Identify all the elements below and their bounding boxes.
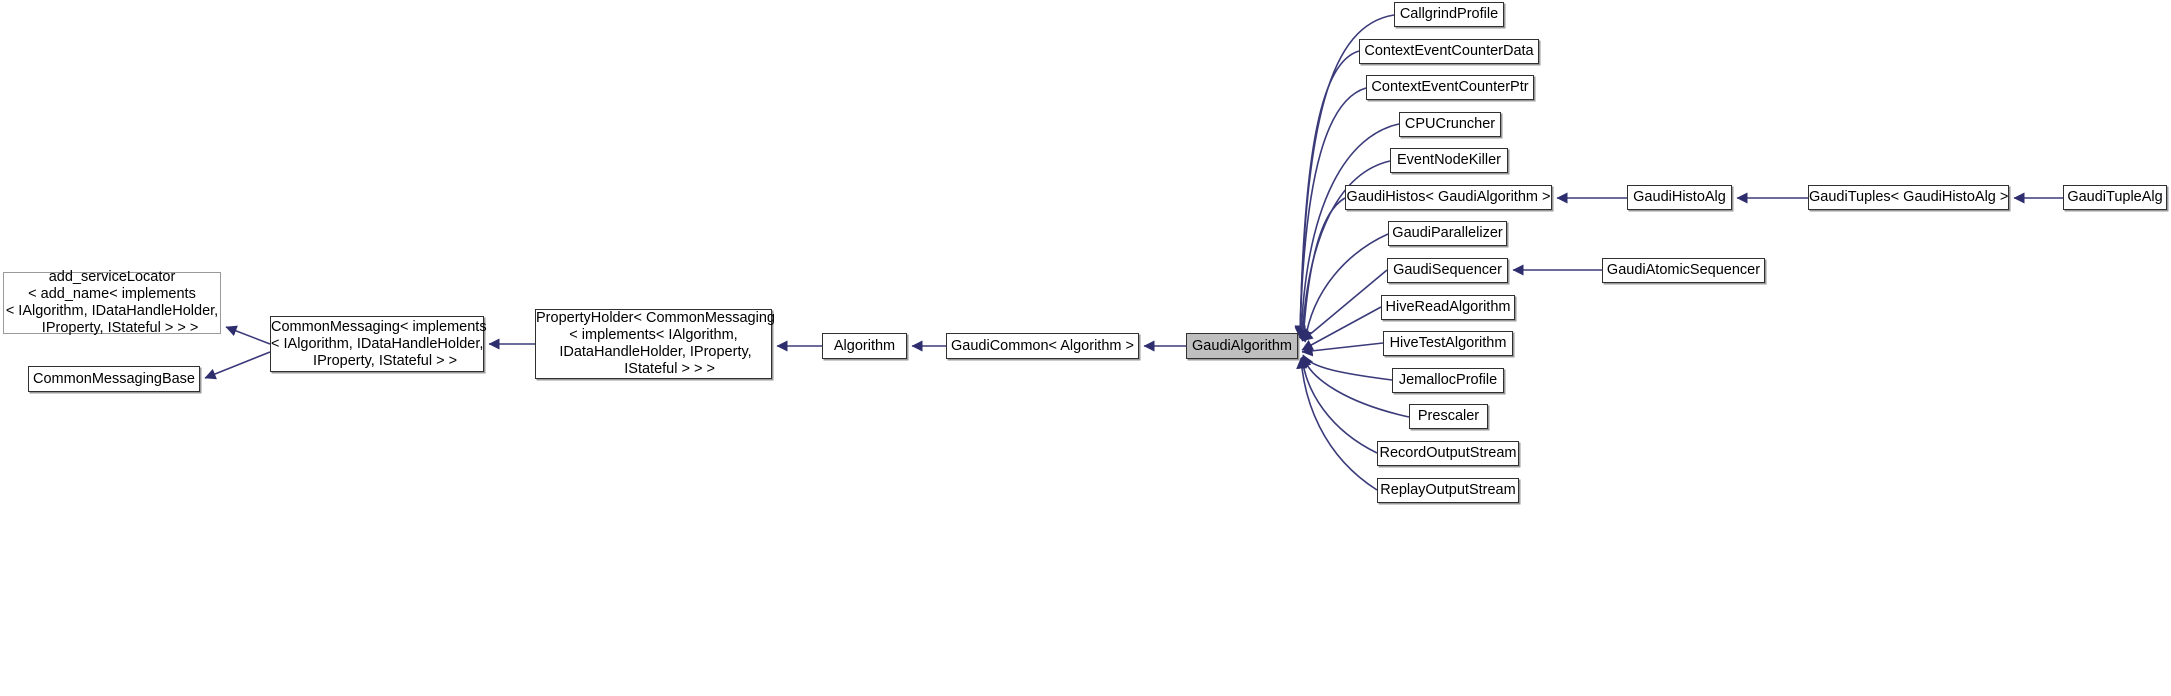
node-label: GaudiHistoAlg [1633,189,1726,205]
node-gaudi-sequencer[interactable]: GaudiSequencer [1387,258,1508,283]
node-record-output-stream[interactable]: RecordOutputStream [1377,441,1519,466]
node-gaudi-tuples[interactable]: GaudiTuples< GaudiHistoAlg > [1808,185,2009,210]
node-label: GaudiAlgorithm [1192,337,1292,354]
edge-hive-test-algorithm [1301,342,1384,357]
node-jemalloc-profile[interactable]: JemallocProfile [1392,368,1504,393]
node-label: RecordOutputStream [1379,445,1517,461]
node-hive-test-algorithm[interactable]: HiveTestAlgorithm [1383,331,1513,356]
node-hive-read-algorithm[interactable]: HiveReadAlgorithm [1381,295,1515,320]
node-gaudi-histo-alg[interactable]: GaudiHistoAlg [1627,185,1732,210]
node-common-messaging[interactable]: CommonMessaging< implements < IAlgorithm… [270,316,487,372]
node-label: CPUCruncher [1404,116,1496,132]
node-context-event-counter-data[interactable]: ContextEventCounterData [1359,39,1539,64]
node-context-event-counter-ptr[interactable]: ContextEventCounterPtr [1366,75,1534,100]
node-label: GaudiAtomicSequencer [1606,262,1761,278]
edge-replay-output-stream [1296,357,1378,491]
edge-gaudi-sequencer [1301,269,1388,342]
edge-jemalloc-profile [1302,354,1393,381]
node-label: EventNodeKiller [1397,152,1501,168]
node-replay-output-stream[interactable]: ReplayOutputStream [1377,478,1519,503]
node-label: GaudiHistos< GaudiAlgorithm > [1346,189,1551,205]
node-label: CallgrindProfile [1399,6,1499,22]
node-common-messaging-base[interactable]: CommonMessagingBase [28,366,200,392]
node-label: GaudiCommon< Algorithm > [951,337,1134,354]
node-label: GaudiParallelizer [1392,225,1503,241]
node-gaudi-atomic-sequencer[interactable]: GaudiAtomicSequencer [1602,258,1765,283]
node-gaudi-histos[interactable]: GaudiHistos< GaudiAlgorithm > [1345,185,1552,210]
node-gaudi-common-algorithm[interactable]: GaudiCommon< Algorithm > [946,333,1139,359]
node-add-service-locator[interactable]: add_serviceLocator < add_name< implement… [3,269,221,336]
node-label: GaudiSequencer [1393,262,1502,278]
node-label: Algorithm [833,337,896,354]
edge-gaudi-parallelizer [1300,233,1389,343]
edge-hive-read-algorithm [1301,306,1382,351]
node-label: CommonMessaging< implements < IAlgorithm… [271,318,487,369]
node-gaudi-parallelizer[interactable]: GaudiParallelizer [1388,221,1507,246]
node-event-node-killer[interactable]: EventNodeKiller [1390,148,1508,173]
node-algorithm[interactable]: Algorithm [822,333,907,359]
edge-record-output-stream [1297,356,1378,454]
node-gaudi-algorithm[interactable]: GaudiAlgorithm [1186,333,1298,359]
node-label: ReplayOutputStream [1380,482,1516,498]
node-property-holder[interactable]: PropertyHolder< CommonMessaging < implem… [535,309,775,379]
node-label: ContextEventCounterData [1364,43,1534,59]
node-label: ContextEventCounterPtr [1371,79,1529,95]
node-label: JemallocProfile [1398,372,1498,388]
edge-common-messaging-base [204,351,271,380]
node-label: HiveReadAlgorithm [1385,299,1511,315]
edge-add-service-locator [225,325,271,345]
node-cpu-cruncher[interactable]: CPUCruncher [1399,112,1501,137]
node-callgrind-profile[interactable]: CallgrindProfile [1394,2,1504,27]
node-label: CommonMessagingBase [33,370,195,387]
node-label: GaudiTupleAlg [2067,189,2163,205]
node-label: Prescaler [1417,408,1480,424]
edge-context-event-counter-ptr [1294,87,1367,339]
node-label: add_serviceLocator < add_name< implement… [5,269,219,336]
node-gaudi-tuple-alg[interactable]: GaudiTupleAlg [2063,185,2167,210]
edge-gaudi-histos [1298,197,1346,342]
node-label: GaudiTuples< GaudiHistoAlg > [1809,189,2009,205]
node-prescaler[interactable]: Prescaler [1409,404,1488,429]
node-label: HiveTestAlgorithm [1389,335,1507,351]
node-label: PropertyHolder< CommonMessaging < implem… [536,310,775,377]
